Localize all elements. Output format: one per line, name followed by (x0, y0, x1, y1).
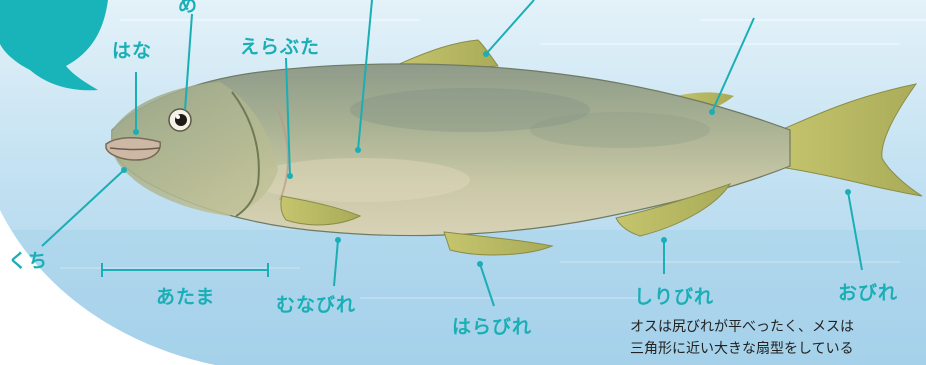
label-mouth: くち (8, 246, 48, 273)
label-nose: はな (112, 36, 152, 63)
label-pelvic-fin: はらびれ (452, 312, 532, 339)
note-line-2: 三角形に近い大きな扇型をしている (630, 338, 926, 360)
fish-eye-highlight (176, 115, 180, 119)
label-head: あたま (156, 282, 215, 309)
label-eye: め (178, 0, 198, 17)
body-mottle (250, 158, 470, 202)
label-pectoral-fin: むなびれ (276, 290, 356, 317)
note-line-1: オスは尻びれが平べったく、メスは (630, 316, 926, 338)
label-anal-fin: しりびれ (634, 282, 714, 309)
label-gill-cover: えらぶた (240, 32, 320, 59)
body-mottle (530, 112, 710, 148)
label-tail-fin: おびれ (838, 278, 898, 305)
anal-fin-note: オスは尻びれが平べったく、メスは 三角形に近い大きな扇型をしている (630, 316, 926, 360)
